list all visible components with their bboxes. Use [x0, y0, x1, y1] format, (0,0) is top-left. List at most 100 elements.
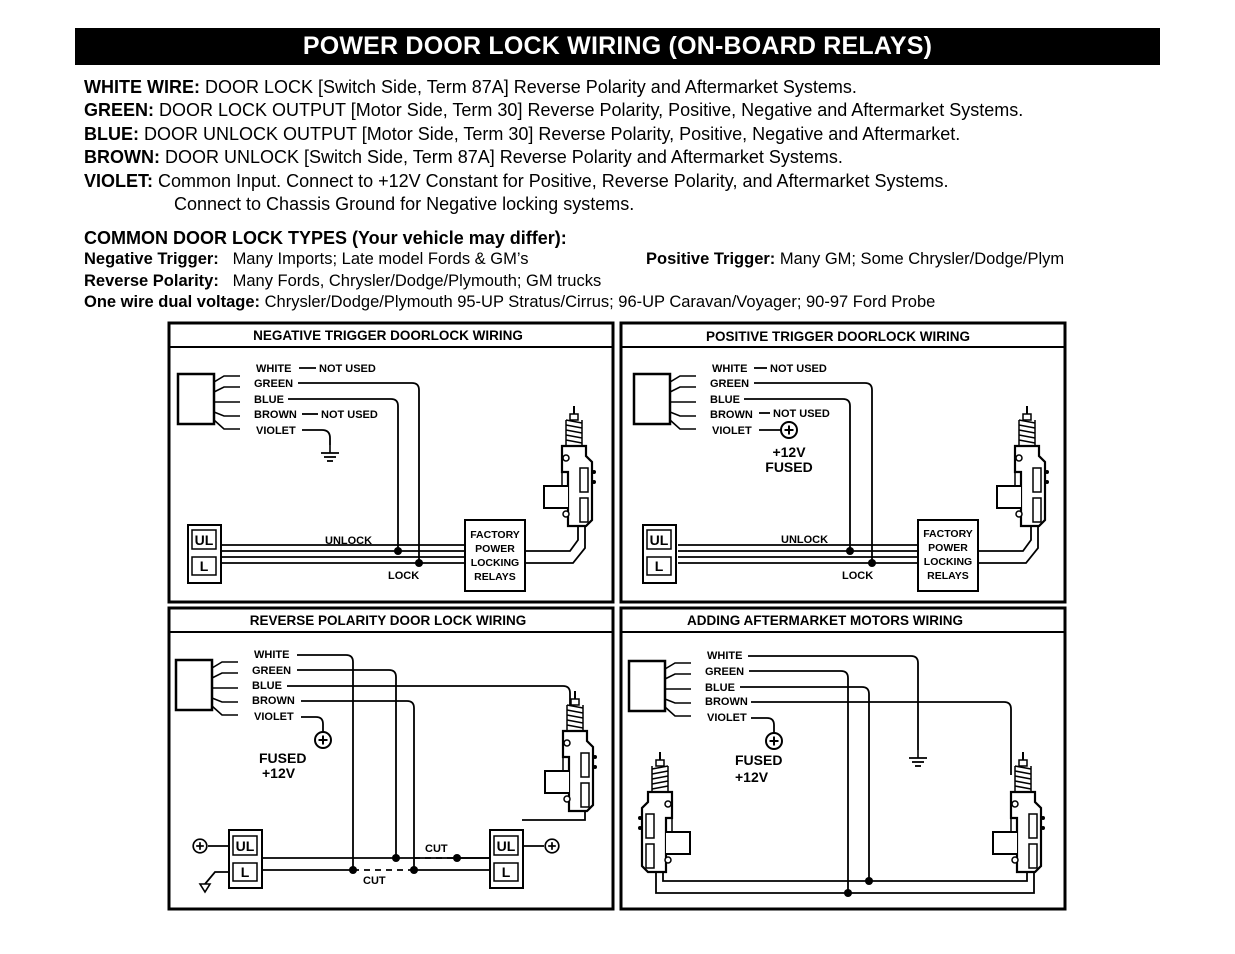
- junction-dot: [844, 889, 852, 897]
- ground-icon: [908, 749, 928, 767]
- negative-trigger-text: Many Imports; Late model Fords & GM’s: [232, 250, 529, 268]
- relay-text: LOCKING: [924, 556, 972, 568]
- violet-wire-text: Common Input. Connect to +12V Constant f…: [153, 170, 949, 191]
- junction-dot: [865, 877, 873, 885]
- factory-relays-box: FACTORY POWER LOCKING RELAYS: [917, 519, 979, 592]
- lock-label: LOCK: [842, 570, 873, 582]
- panel-title: NEGATIVE TRIGGER DOORLOCK WIRING: [253, 328, 523, 343]
- factory-relays-box: FACTORY POWER LOCKING RELAYS: [464, 519, 526, 592]
- not-used-label: NOT USED: [319, 363, 376, 375]
- door-lock-actuator-icon: [542, 404, 598, 528]
- lock-label: LOCK: [388, 570, 419, 582]
- types-row-3: One wire dual voltage: Chrysler/Dodge/Pl…: [84, 292, 1224, 314]
- brown-wire-label: BROWN:: [84, 147, 160, 168]
- unlock-label: UNLOCK: [781, 534, 828, 546]
- door-switch: UL L: [642, 524, 677, 584]
- brown-label: BROWN: [254, 409, 297, 421]
- reverse-polarity-text: Many Fords, Chrysler/Dodge/Plymouth; GM …: [232, 271, 602, 290]
- white-wire-description: WHITE WIRE: DOOR LOCK [Switch Side, Term…: [84, 76, 1224, 99]
- reverse-polarity-label: Reverse Polarity:: [84, 271, 219, 290]
- white-wire-text: DOOR LOCK [Switch Side, Term 87A] Revers…: [199, 77, 857, 97]
- page-title: POWER DOOR LOCK WIRING (ON-BOARD RELAYS): [302, 32, 933, 60]
- ul-label: UL: [236, 838, 255, 854]
- wire-harness: [632, 372, 698, 431]
- relay-text: POWER: [475, 543, 515, 555]
- l-label: L: [502, 864, 511, 880]
- junction-dot: [846, 547, 854, 555]
- cut-label: CUT: [363, 875, 386, 887]
- blue-wire-description: BLUE: DOOR UNLOCK OUTPUT [Motor Side, Te…: [84, 123, 1224, 146]
- junction-dot: [392, 854, 400, 862]
- junction-dot: [415, 559, 423, 567]
- panel-title: POSITIVE TRIGGER DOORLOCK WIRING: [706, 329, 970, 344]
- fused-label: FUSED: [765, 459, 812, 475]
- types-row-1: Negative Trigger: Many Imports; Late mod…: [84, 249, 1224, 271]
- door-switch-right: UL L: [489, 829, 524, 889]
- plus12v-label: +12V: [262, 765, 296, 781]
- negative-trigger-label: Negative Trigger:: [84, 250, 219, 268]
- junction-dot: [349, 866, 357, 874]
- l-label: L: [241, 864, 250, 880]
- violet-label: VIOLET: [712, 425, 752, 437]
- panel-title: REVERSE POLARITY DOOR LOCK WIRING: [250, 613, 527, 628]
- relay-text: POWER: [928, 542, 968, 554]
- types-row-2: Reverse Polarity: Many Fords, Chrysler/D…: [84, 271, 1224, 293]
- title-bar: POWER DOOR LOCK WIRING (ON-BOARD RELAYS): [75, 28, 1160, 65]
- brown-label: BROWN: [252, 695, 295, 707]
- wire-descriptions: WHITE WIRE: DOOR LOCK [Switch Side, Term…: [84, 76, 1224, 216]
- violet-label: VIOLET: [254, 711, 294, 723]
- junction-dot: [410, 866, 418, 874]
- ground-icon: [198, 883, 212, 894]
- relay-text: FACTORY: [923, 528, 973, 540]
- blue-label: BLUE: [254, 394, 284, 406]
- blue-wire-text: DOOR UNLOCK OUTPUT [Motor Side, Term 30]…: [139, 123, 961, 144]
- panel-title: ADDING AFTERMARKET MOTORS WIRING: [687, 613, 963, 628]
- junction-dot: [868, 559, 876, 567]
- unlock-label: UNLOCK: [325, 535, 372, 547]
- door-lock-actuator-icon: [995, 404, 1051, 528]
- positive-trigger: Positive Trigger: Many GM; Some Chrysler…: [646, 249, 1064, 271]
- white-label: WHITE: [254, 649, 289, 661]
- blue-wire-label: BLUE:: [84, 123, 139, 144]
- one-wire-text: Chrysler/Dodge/Plymouth 95-UP Stratus/Ci…: [260, 293, 936, 311]
- violet-label: VIOLET: [707, 712, 747, 724]
- ul-label: UL: [650, 532, 669, 548]
- l-label: L: [655, 558, 664, 574]
- white-label: WHITE: [712, 363, 747, 375]
- wire-harness: [176, 372, 242, 431]
- junction-dot: [394, 547, 402, 555]
- violet-wire-label: VIOLET:: [84, 170, 154, 191]
- wire-harness: [174, 658, 240, 717]
- blue-label: BLUE: [710, 394, 740, 406]
- positive-trigger-label: Positive Trigger:: [646, 250, 776, 268]
- brown-wire-text: DOOR UNLOCK [Switch Side, Term 87A] Reve…: [159, 147, 843, 168]
- l-label: L: [200, 558, 209, 574]
- panel-aftermarket-motors: ADDING AFTERMARKET MOTORS WIRING WHITE G…: [619, 606, 1067, 911]
- green-label: GREEN: [254, 378, 293, 390]
- not-used-label: NOT USED: [773, 408, 830, 420]
- aftermarket-motor-right-icon: [991, 750, 1047, 874]
- brown-wire-description: BROWN: DOOR UNLOCK [Switch Side, Term 87…: [84, 146, 1224, 169]
- one-wire-label: One wire dual voltage:: [84, 293, 261, 311]
- door-lock-types: Negative Trigger: Many Imports; Late mod…: [84, 249, 1224, 314]
- types-heading: COMMON DOOR LOCK TYPES (Your vehicle may…: [84, 228, 567, 248]
- brown-label: BROWN: [710, 409, 753, 421]
- blue-label: BLUE: [252, 680, 282, 692]
- relay-text: LOCKING: [471, 557, 519, 569]
- not-used-label: NOT USED: [321, 409, 378, 421]
- green-label: GREEN: [705, 666, 744, 678]
- door-switch: UL L: [187, 524, 222, 584]
- plus12v-label: +12V: [772, 444, 806, 460]
- wire-harness: [627, 659, 693, 718]
- relay-text: FACTORY: [470, 529, 520, 541]
- aftermarket-motor-left-icon: [636, 750, 692, 874]
- relay-text: RELAYS: [927, 570, 969, 582]
- relay-text: RELAYS: [474, 571, 516, 583]
- junction-dot: [453, 854, 461, 862]
- positive-trigger-text: Many GM; Some Chrysler/Dodge/Plym: [775, 250, 1065, 268]
- fused-label: FUSED: [259, 750, 306, 766]
- green-wire-text: DOOR LOCK OUTPUT [Motor Side, Term 30] R…: [154, 100, 1024, 121]
- brown-label: BROWN: [705, 696, 748, 708]
- white-wire-label: WHITE WIRE:: [84, 77, 200, 97]
